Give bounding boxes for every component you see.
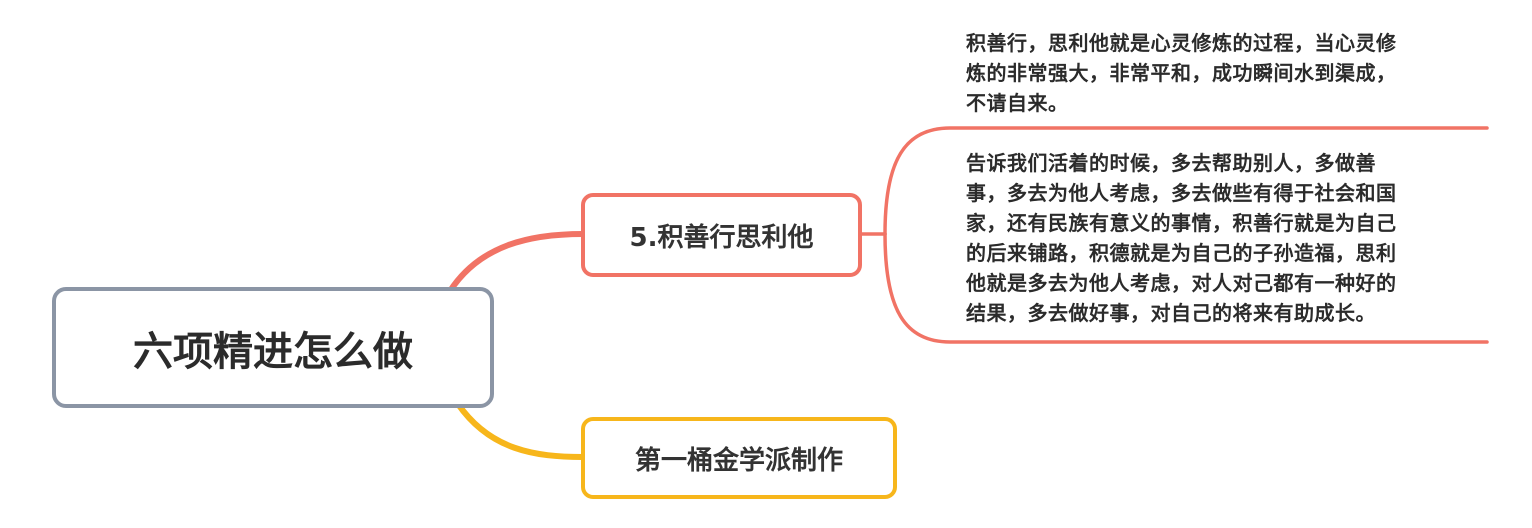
topic-5-label: 5.积善行思利他 <box>629 222 814 253</box>
note-2-line: 家，还有民族有意义的事情，积善行就是为自己 <box>966 211 1397 235</box>
note-2-line: 事，多去为他人考虑，多去做些有得于社会和国 <box>966 181 1397 205</box>
topic-5-charity[interactable]: 5.积善行思利他 <box>581 193 862 277</box>
note-2-line: 告诉我们活着的时候，多去帮助别人，多做善 <box>966 151 1376 175</box>
root-topic-label: 六项精进怎么做 <box>133 328 413 375</box>
subtopic-note-1[interactable]: 积善行，思利他就是心灵修炼的过程，当心灵修 炼的非常强大，非常平和，成功瞬间水到… <box>966 28 1486 118</box>
connector-root-to-topic-5 <box>447 231 586 294</box>
note-1-line: 炼的非常强大，非常平和，成功瞬间水到渠成， <box>966 61 1397 85</box>
topic-credit[interactable]: 第一桶金学派制作 <box>581 417 897 499</box>
note-2-line: 的后来铺路，积德就是为自己的子孙造福，思利 <box>966 241 1397 265</box>
note-2-line: 他就是多去为他人考虑，对人对己都有一种好的 <box>966 271 1397 295</box>
connector-to-note-2 <box>883 232 1489 344</box>
subtopic-note-2[interactable]: 告诉我们活着的时候，多去帮助别人，多做善 事，多去为他人考虑，多去做些有得于社会… <box>966 148 1486 328</box>
connector-to-note-1 <box>883 126 1489 236</box>
note-2-line: 结果，多去做好事，对自己的将来有助成长。 <box>966 301 1376 325</box>
note-1-line: 积善行，思利他就是心灵修炼的过程，当心灵修 <box>966 31 1397 55</box>
root-topic[interactable]: 六项精进怎么做 <box>52 287 494 408</box>
connector-root-to-credit <box>455 401 586 460</box>
topic-credit-label: 第一桶金学派制作 <box>634 445 843 476</box>
note-1-line: 不请自来。 <box>966 91 1069 115</box>
